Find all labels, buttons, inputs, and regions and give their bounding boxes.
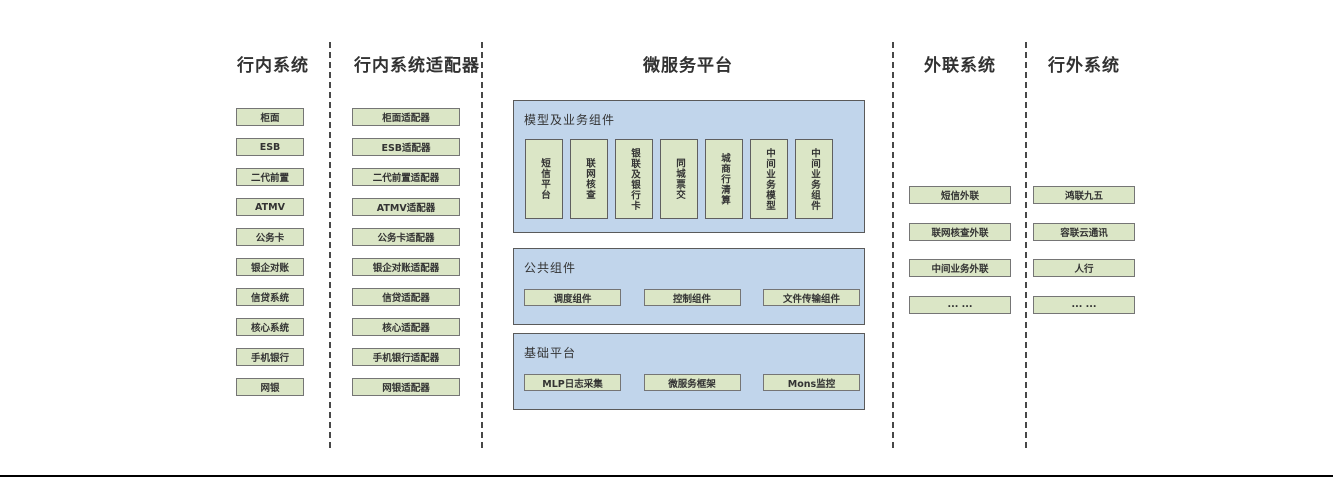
external-system-box: 容联云通讯	[1033, 222, 1135, 241]
adapter-box: ATMV适配器	[352, 198, 460, 216]
component-box: 控制组件	[643, 289, 741, 306]
outreach-system-box: 联网核查外联	[909, 222, 1011, 241]
outreach-system-box: 短信外联	[909, 186, 1011, 204]
divider-dashed-2	[481, 42, 483, 448]
internal-system-box: 银企对账	[236, 258, 304, 276]
component-box: MLP日志采集	[524, 374, 621, 391]
bottom-horizontal-line	[0, 475, 1333, 477]
vertical-component-row: 短信平台 联网核查 银联及银行卡 同城票交 城商行清算 中间业务模型 中间业务组…	[525, 139, 833, 219]
common-components-panel: 公共组件 调度组件 控制组件 文件传输组件	[513, 248, 865, 325]
internal-system-box: 网银	[236, 378, 304, 396]
column-title-external-systems: 行外系统	[1048, 56, 1120, 76]
adapter-box: 公务卡适配器	[352, 228, 460, 246]
component-box: 调度组件	[524, 289, 621, 306]
internal-system-box: 二代前置	[236, 168, 304, 186]
component-box-vertical: 中间业务组件	[795, 139, 833, 219]
adapter-box: 手机银行适配器	[352, 348, 460, 366]
adapter-box: 核心适配器	[352, 318, 460, 336]
outreach-system-box: ... ...	[909, 295, 1011, 314]
component-box: 微服务框架	[643, 374, 741, 391]
adapter-box: 信贷适配器	[352, 288, 460, 306]
internal-systems-column: 柜面 ESB 二代前置 ATMV 公务卡 银企对账 信贷系统 核心系统 手机银行…	[236, 108, 304, 396]
column-title-outreach-systems: 外联系统	[924, 56, 996, 76]
component-box-vertical: 联网核查	[570, 139, 608, 219]
internal-system-box: 核心系统	[236, 318, 304, 336]
internal-system-box: ATMV	[236, 198, 304, 216]
model-business-components-panel: 模型及业务组件 短信平台 联网核查 银联及银行卡 同城票交 城商行清算 中间业务…	[513, 100, 865, 233]
outreach-systems-column: 短信外联 联网核查外联 中间业务外联 ... ...	[909, 186, 1011, 314]
outreach-system-box: 中间业务外联	[909, 259, 1011, 277]
internal-system-box: ESB	[236, 138, 304, 156]
internal-system-box: 信贷系统	[236, 288, 304, 306]
panel-label: 公共组件	[524, 261, 577, 275]
component-box-vertical: 银联及银行卡	[615, 139, 653, 219]
external-system-box: 人行	[1033, 259, 1135, 277]
external-system-box: 鸿联九五	[1033, 186, 1135, 204]
adapter-box: 柜面适配器	[352, 108, 460, 126]
component-box: Mons监控	[763, 374, 860, 391]
divider-dashed-3	[892, 42, 894, 448]
panel-label: 模型及业务组件	[524, 113, 616, 127]
adapter-box: 网银适配器	[352, 378, 460, 396]
external-system-box: ... ...	[1033, 295, 1135, 314]
column-title-microservice-platform: 微服务平台	[643, 56, 733, 76]
component-box-vertical: 中间业务模型	[750, 139, 788, 219]
adapter-column: 柜面适配器 ESB适配器 二代前置适配器 ATMV适配器 公务卡适配器 银企对账…	[352, 108, 460, 396]
adapter-box: 银企对账适配器	[352, 258, 460, 276]
component-row: 调度组件 控制组件 文件传输组件	[524, 289, 860, 306]
column-title-internal-systems: 行内系统	[237, 56, 309, 76]
external-systems-column: 鸿联九五 容联云通讯 人行 ... ...	[1033, 186, 1135, 314]
adapter-box: 二代前置适配器	[352, 168, 460, 186]
component-box-vertical: 短信平台	[525, 139, 563, 219]
panel-label: 基础平台	[524, 346, 577, 360]
component-box: 文件传输组件	[763, 289, 860, 306]
internal-system-box: 公务卡	[236, 228, 304, 246]
component-box-vertical: 同城票交	[660, 139, 698, 219]
divider-dashed-1	[329, 42, 331, 448]
internal-system-box: 柜面	[236, 108, 304, 126]
component-row: MLP日志采集 微服务框架 Mons监控	[524, 374, 860, 391]
divider-dashed-4	[1025, 42, 1027, 448]
column-title-internal-adapters: 行内系统适配器	[354, 56, 480, 76]
component-box-vertical: 城商行清算	[705, 139, 743, 219]
internal-system-box: 手机银行	[236, 348, 304, 366]
base-platform-panel: 基础平台 MLP日志采集 微服务框架 Mons监控	[513, 333, 865, 410]
adapter-box: ESB适配器	[352, 138, 460, 156]
